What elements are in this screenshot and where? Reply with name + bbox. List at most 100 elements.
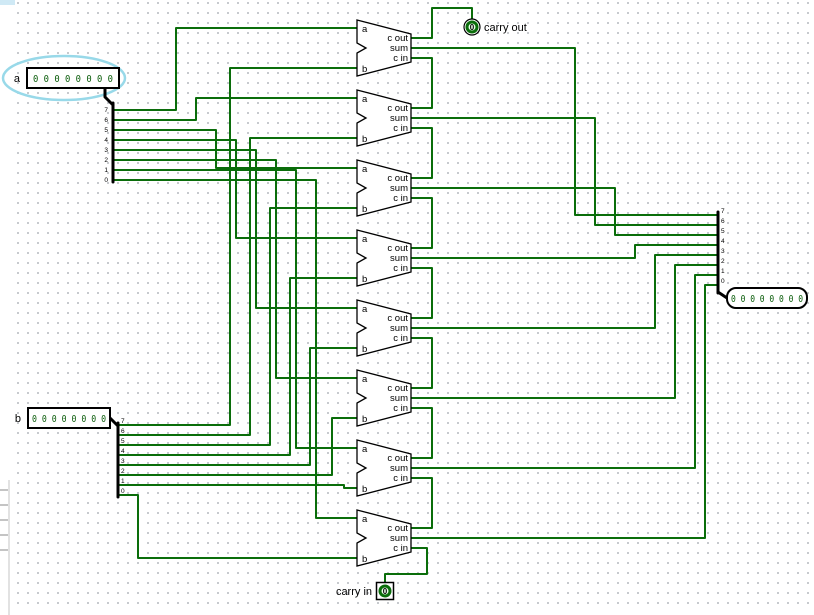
bit-index-label: 1 [721,268,725,275]
bit-index-label: 4 [121,448,125,455]
port-label-sum: sum [390,533,408,544]
port-label-cout: c out [387,313,408,324]
wire-carry-3-4[interactable] [410,267,433,319]
input-a-bits: 0 0 0 0 0 0 0 0 [33,74,113,85]
port-label-a: a [362,24,368,35]
wire-b-bit5[interactable] [117,207,358,446]
window-corner-artifact [0,0,15,5]
port-label-cout: c out [387,173,408,184]
output-pin-carry-out[interactable]: 0 carry out [463,18,527,36]
wire-sum-bit4[interactable] [410,244,719,259]
wire-a-bit6[interactable] [112,97,358,121]
input-pin-b[interactable]: b 0 0 0 0 0 0 0 0 [15,407,111,429]
port-label-b: b [362,414,367,425]
port-label-cout: c out [387,523,408,534]
bit-index-label: 7 [104,107,108,114]
adder-bit2[interactable]: a b c out sum c in [356,369,412,427]
bit-index-label: 3 [121,458,125,465]
bit-index-label: 0 [121,488,125,495]
port-label-cin: c in [393,473,408,484]
wire-carry-2-3[interactable] [410,337,433,389]
splitter-output[interactable]: 7 6 5 4 3 2 1 0 [716,208,729,300]
wire-a-bit3[interactable] [112,149,358,309]
wire-carry-6-7[interactable] [410,57,433,109]
port-label-a: a [362,164,368,175]
wire-a-bit4[interactable] [112,139,358,239]
input-a-label: a [14,73,21,85]
port-label-sum: sum [390,183,408,194]
adder-bit5[interactable]: a b c out sum c in [356,159,412,217]
grid-background[interactable] [10,0,810,608]
wire-carry-4-5[interactable] [410,197,433,249]
wire-sum-bit2[interactable] [410,264,719,399]
port-label-a: a [362,94,368,105]
wire-b-bit6[interactable] [117,137,358,436]
bit-index-label: 0 [104,177,108,184]
wire-sum-bit6[interactable] [410,117,719,226]
adder-bit7[interactable]: a b c out sum c in [356,19,412,77]
port-label-cin: c in [393,193,408,204]
adder-bit3[interactable]: a b c out sum c in [356,299,412,357]
carry-out-label: carry out [484,22,527,34]
port-label-sum: sum [390,43,408,54]
output-pin-sum[interactable]: 0 0 0 0 0 0 0 0 [726,287,808,309]
wire-sum-bit1[interactable] [410,274,719,469]
port-label-cout: c out [387,383,408,394]
selection-halo [1,54,127,102]
splitter-input-b[interactable]: 7 6 5 4 3 2 1 0 [108,416,125,499]
port-label-cin: c in [393,263,408,274]
port-label-b: b [362,554,367,565]
carry-in-label: carry in [336,586,372,598]
port-label-b: b [362,344,367,355]
bit-index-label: 2 [721,258,725,265]
port-label-sum: sum [390,253,408,264]
port-label-b: b [362,134,367,145]
bit-index-label: 0 [721,278,725,285]
port-label-sum: sum [390,393,408,404]
wire-b-bit1[interactable] [117,484,358,489]
input-b-label: b [15,413,21,425]
wire-sum-bit5[interactable] [410,187,719,236]
bit-index-label: 1 [121,478,125,485]
adder-bit4[interactable]: a b c out sum c in [356,229,412,287]
bit-index-label: 4 [721,238,725,245]
port-label-cin: c in [393,403,408,414]
splitter-input-a[interactable]: 7 6 5 4 3 2 1 0 [103,86,115,184]
input-pin-a[interactable]: a 0 0 0 0 0 0 0 0 [14,67,120,89]
bit-index-label: 2 [104,157,108,164]
wire-sum-bit7[interactable] [410,47,719,216]
bit-index-label: 7 [121,418,125,425]
wire-sum-bit3[interactable] [410,254,719,329]
port-label-cout: c out [387,453,408,464]
port-label-cout: c out [387,103,408,114]
bit-index-label: 3 [721,248,725,255]
port-label-cout: c out [387,243,408,254]
bit-index-label: 6 [121,428,125,435]
wire-b-bit2[interactable] [117,417,358,476]
adder-bit1[interactable]: a b c out sum c in [356,439,412,497]
wire-b-bit3[interactable] [117,347,358,466]
wire-b-bit7[interactable] [117,67,358,426]
wire-b-bit0[interactable] [117,494,358,559]
port-label-a: a [362,234,368,245]
bit-index-label: 5 [721,228,725,235]
port-label-cin: c in [393,123,408,134]
port-label-sum: sum [390,323,408,334]
wire-a-bit1[interactable] [112,169,358,449]
wire-carry-5-6[interactable] [410,127,433,179]
wire-carry-in[interactable] [384,547,428,583]
input-pin-carry-in[interactable]: carry in 0 [336,581,395,601]
port-label-cin: c in [393,333,408,344]
adder-bit0[interactable]: a b c out sum c in [356,509,412,567]
port-label-b: b [362,274,367,285]
wire-carry-1-2[interactable] [410,407,433,459]
wire-carry-0-1[interactable] [410,477,433,529]
adder-bit6[interactable]: a b c out sum c in [356,89,412,147]
wire-b-bit4[interactable] [117,277,358,456]
wire-a-bit7[interactable] [112,27,358,111]
wire-carry-out[interactable] [410,7,473,39]
bit-index-label: 2 [121,468,125,475]
wire-sum-bit0[interactable] [410,284,719,539]
port-label-cin: c in [393,543,408,554]
